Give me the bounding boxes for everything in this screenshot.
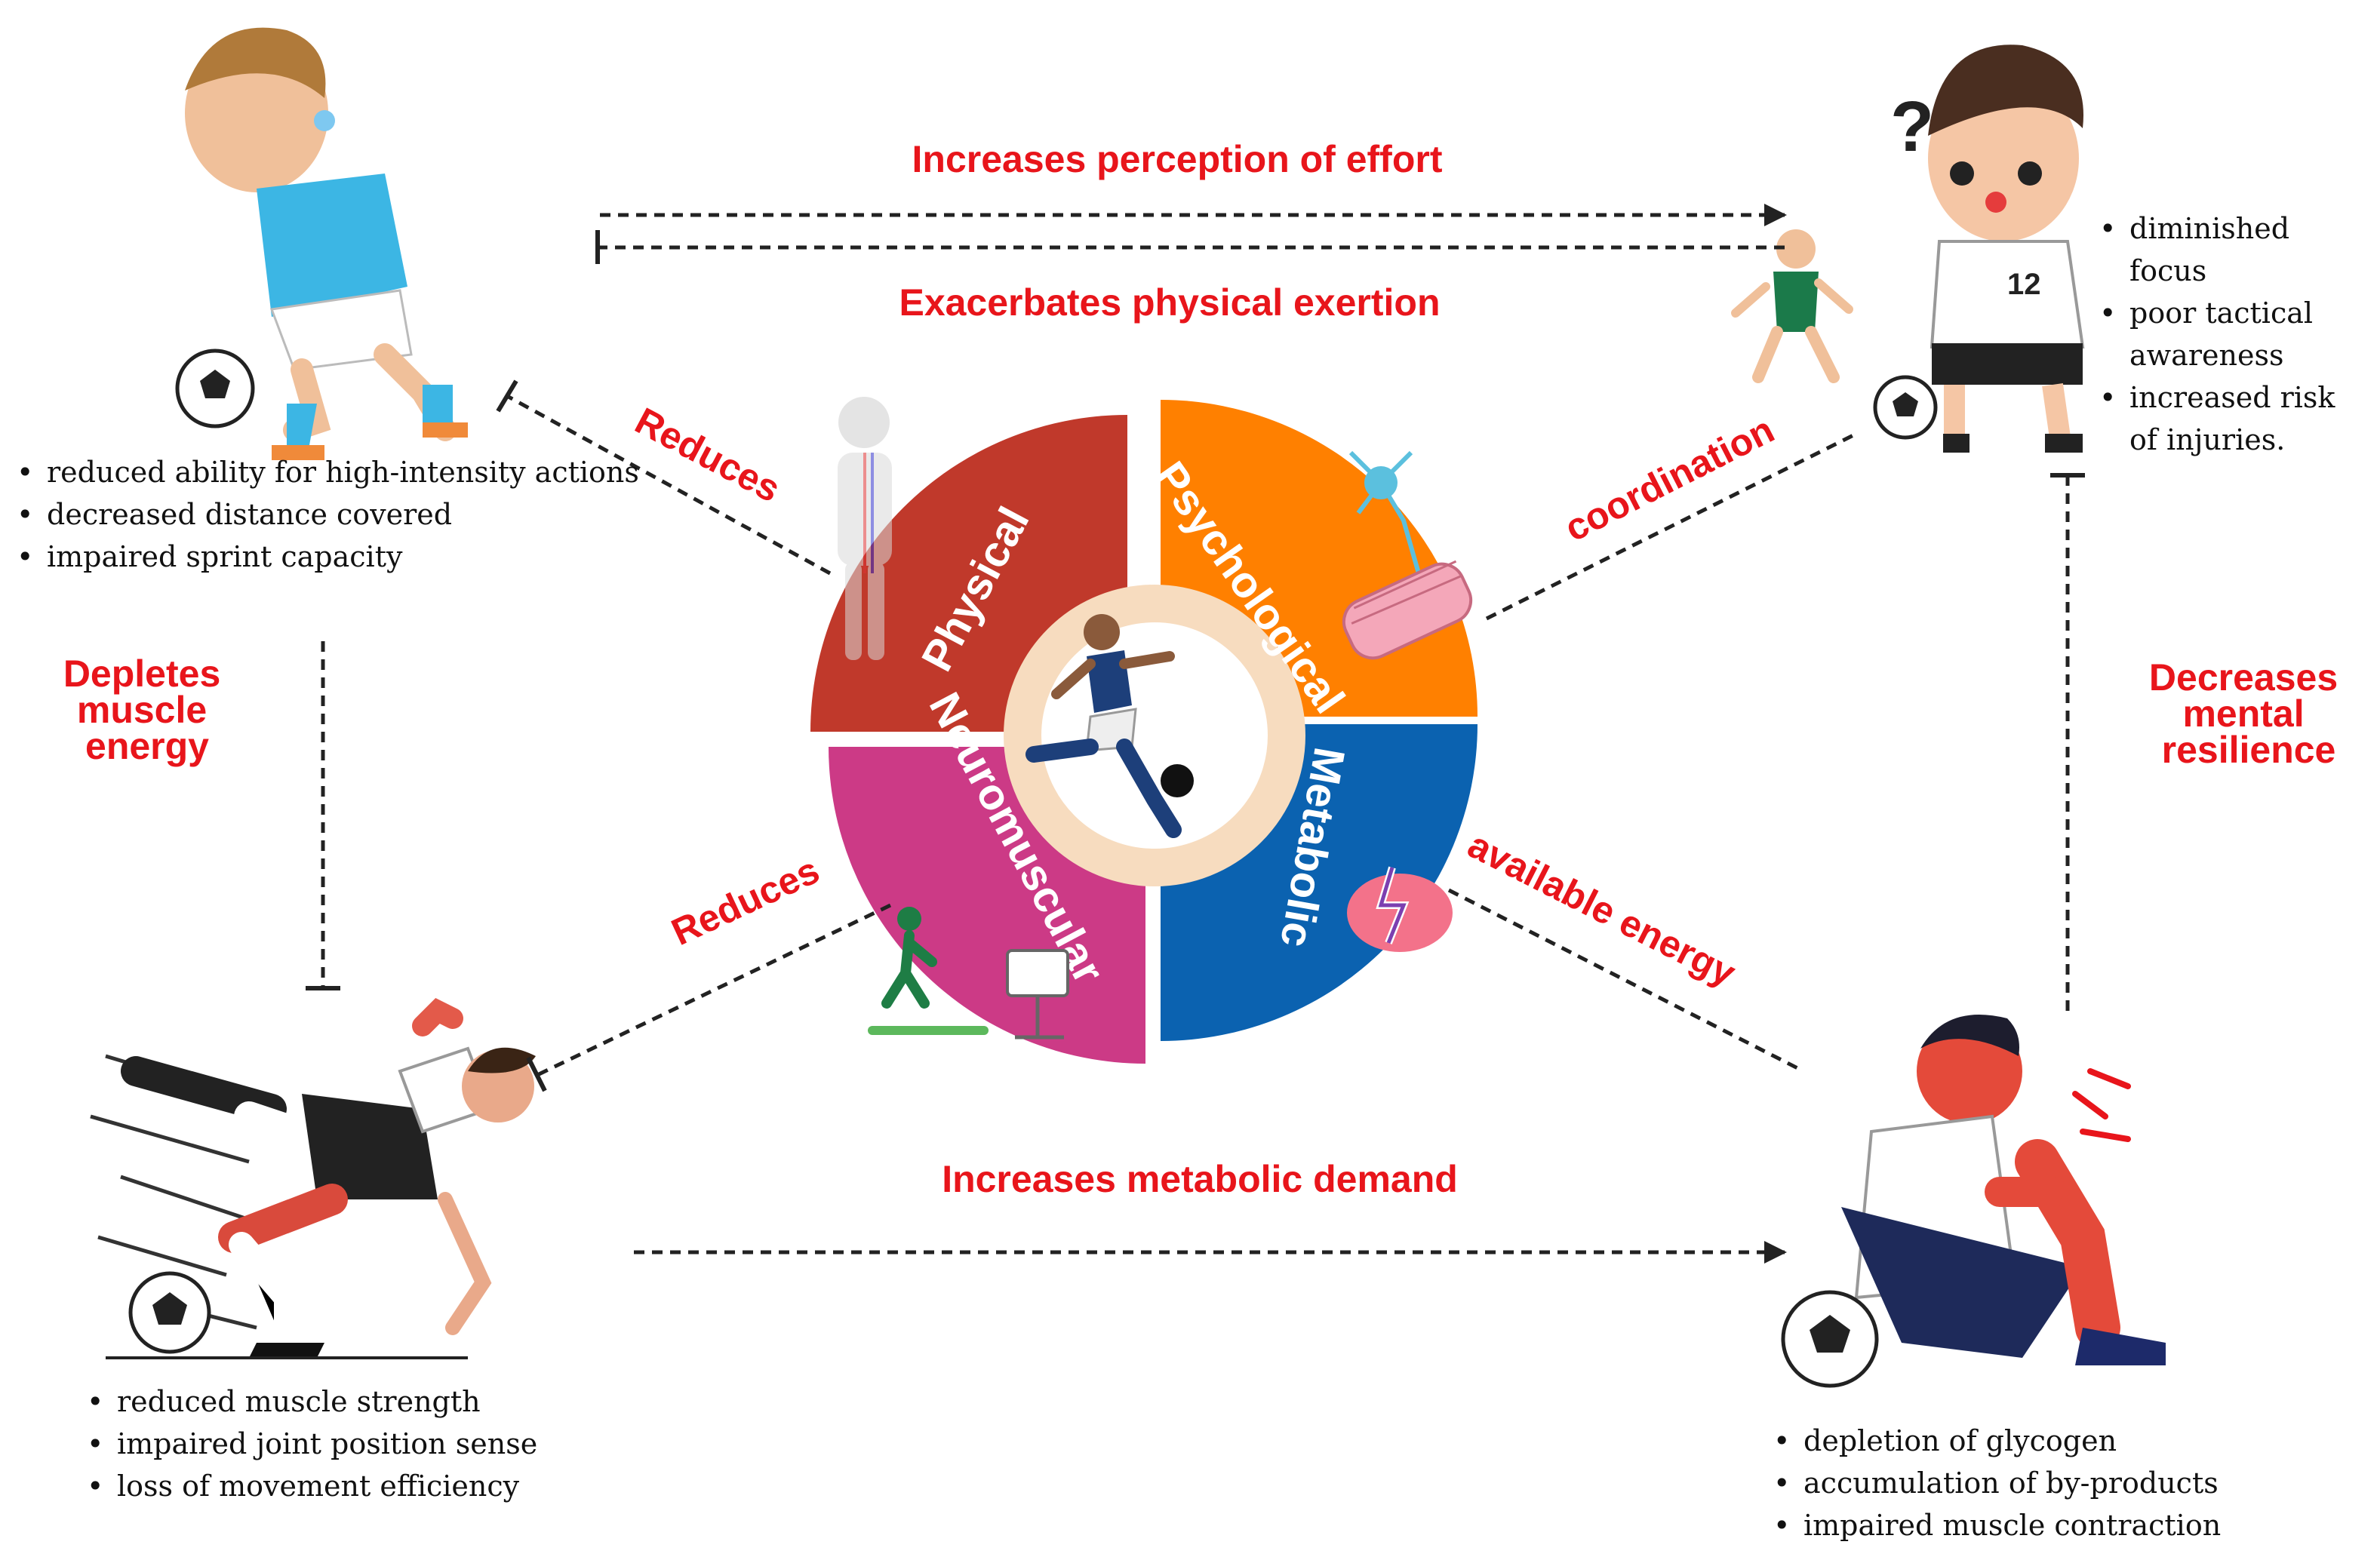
treadmill-test-icon [868, 907, 1069, 1040]
relation-neuro-link: Reduces [666, 849, 826, 954]
falling-player-illustration [90, 997, 536, 1363]
relation-top-forward: Increases perception of effort [912, 138, 1443, 180]
relation-bottom: Increases metabolic demand [942, 1158, 1458, 1200]
human-body-icon [838, 397, 892, 660]
list-item: reduced muscle strength [87, 1380, 537, 1423]
question-mark-icon: ? [1890, 87, 1934, 167]
injured-player-illustration [1781, 1015, 2166, 1388]
list-item: reduced ability for high-intensity actio… [17, 451, 639, 493]
connectors [321, 204, 2070, 1264]
neuron-icon [1348, 450, 1421, 574]
relation-left-vertical: Depletes muscle energy [63, 653, 231, 767]
soccer-ball-icon [1161, 764, 1194, 797]
link-psychological [1485, 431, 1858, 621]
list-item: decreased distance covered [17, 493, 639, 536]
list-item: accumulation of by-products [1773, 1462, 2221, 1504]
svg-text:12: 12 [2007, 268, 2041, 301]
confused-player-illustration: ? 12 [1731, 45, 2085, 453]
list-item: increased risk of injuries. [2099, 376, 2367, 461]
tired-player-illustration [175, 27, 468, 460]
bottom-left-effects-list: reduced muscle strength impaired joint p… [87, 1380, 537, 1507]
list-item: impaired sprint capacity [17, 536, 639, 578]
brain-lightning-icon [1347, 866, 1453, 952]
list-item: impaired muscle contraction [1773, 1504, 2221, 1546]
link-physical [506, 394, 832, 576]
link-metabolic [1447, 888, 1805, 1073]
inhibitor-bars [306, 230, 2085, 1092]
running-player-icon [1025, 614, 1194, 838]
list-item: poor tactical awareness [2099, 292, 2367, 376]
relation-right-vertical: Decreases mental resilience [2149, 656, 2348, 771]
list-item: diminished focus [2099, 207, 2367, 292]
list-item: loss of movement efficiency [87, 1465, 537, 1507]
relation-physical-link: Reduces [629, 399, 787, 510]
muscle-fiber-icon [1342, 560, 1473, 660]
link-neuromuscular [536, 903, 892, 1077]
relation-top-backward: Exacerbates physical exertion [899, 281, 1440, 324]
list-item: depletion of glycogen [1773, 1420, 2221, 1462]
top-left-effects-list: reduced ability for high-intensity actio… [17, 451, 639, 578]
list-item: impaired joint position sense [87, 1423, 537, 1465]
top-right-effects-list: diminished focus poor tactical awareness… [2099, 207, 2367, 461]
bottom-right-effects-list: depletion of glycogen accumulation of by… [1773, 1420, 2221, 1546]
center-wheel: Physical Psychological Metabolic Neuromu… [810, 397, 1478, 1064]
